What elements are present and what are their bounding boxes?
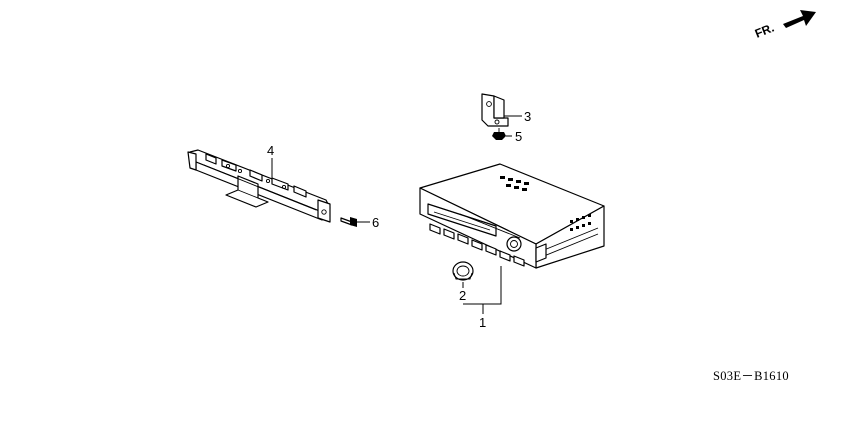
callout-4: 4 bbox=[267, 143, 274, 158]
callout-5: 5 bbox=[515, 129, 522, 144]
callout-1: 1 bbox=[479, 315, 486, 330]
front-direction-label: FR. bbox=[753, 21, 776, 41]
leader-lines bbox=[271, 115, 522, 314]
callout-6: 6 bbox=[372, 215, 379, 230]
front-direction-indicator: FR. bbox=[753, 10, 816, 41]
front-arrow-icon bbox=[783, 10, 816, 28]
callout-labels: 4 3 5 6 2 1 bbox=[267, 109, 531, 330]
drawing-code: S03E－B1610 bbox=[713, 369, 789, 383]
stay-bracket-part bbox=[187, 149, 331, 223]
callout-3: 3 bbox=[524, 109, 531, 124]
callout-2: 2 bbox=[459, 288, 466, 303]
knob-part bbox=[452, 261, 474, 281]
small-bracket-part bbox=[481, 93, 509, 127]
radio-unit-part bbox=[419, 163, 605, 269]
screw-part bbox=[340, 217, 357, 227]
bolt-part bbox=[492, 128, 506, 140]
